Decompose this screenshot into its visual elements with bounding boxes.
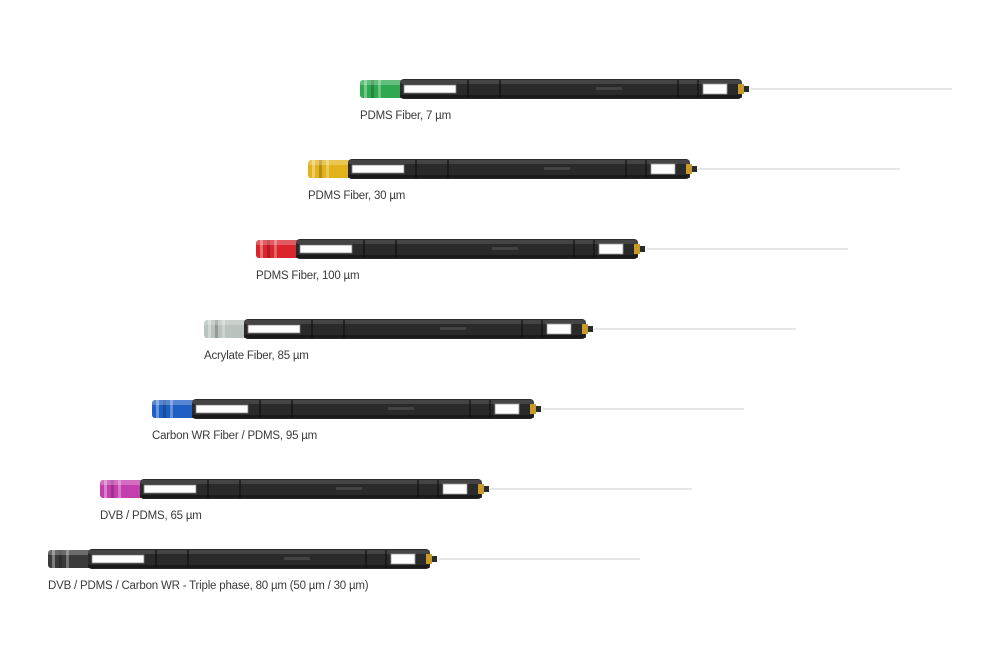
fiber-item: PDMS Fiber, 100 µm (256, 237, 856, 307)
fiber-holder-image (360, 79, 952, 99)
fiber-item: Carbon WR Fiber / PDMS, 95 µm (152, 397, 752, 467)
color-cap (204, 320, 248, 338)
holder-barrel (296, 239, 638, 259)
fiber-label: DVB / PDMS, 65 µm (100, 510, 202, 522)
fiber-label: PDMS Fiber, 100 µm (256, 270, 360, 282)
fiber-holder-image (152, 399, 744, 419)
color-cap (152, 400, 196, 418)
holder-barrel (192, 399, 534, 419)
fiber-holder-image (256, 239, 848, 259)
fiber-label: PDMS Fiber, 7 µm (360, 110, 451, 122)
color-cap (100, 480, 144, 498)
holder-barrel (140, 479, 482, 499)
holder-barrel (88, 549, 430, 569)
fiber-item: Acrylate Fiber, 85 µm (204, 317, 804, 387)
fiber-item: PDMS Fiber, 30 µm (308, 157, 908, 227)
fiber-item: DVB / PDMS / Carbon WR - Triple phase, 8… (48, 547, 648, 617)
fiber-label: DVB / PDMS / Carbon WR - Triple phase, 8… (48, 580, 369, 592)
fiber-holder-image (48, 549, 640, 569)
fiber-holder-image (100, 479, 692, 499)
holder-barrel (244, 319, 586, 339)
fiber-item: DVB / PDMS, 65 µm (100, 477, 700, 547)
color-cap (360, 80, 404, 98)
fiber-label: Acrylate Fiber, 85 µm (204, 350, 309, 362)
color-cap (308, 160, 352, 178)
color-cap (256, 240, 300, 258)
fiber-item: PDMS Fiber, 7 µm (360, 77, 960, 147)
holder-barrel (400, 79, 742, 99)
fiber-label: PDMS Fiber, 30 µm (308, 190, 406, 202)
fiber-holder-image (204, 319, 796, 339)
fiber-label: Carbon WR Fiber / PDMS, 95 µm (152, 430, 318, 442)
fiber-holder-image (308, 159, 900, 179)
holder-barrel (348, 159, 690, 179)
color-cap (48, 550, 92, 568)
